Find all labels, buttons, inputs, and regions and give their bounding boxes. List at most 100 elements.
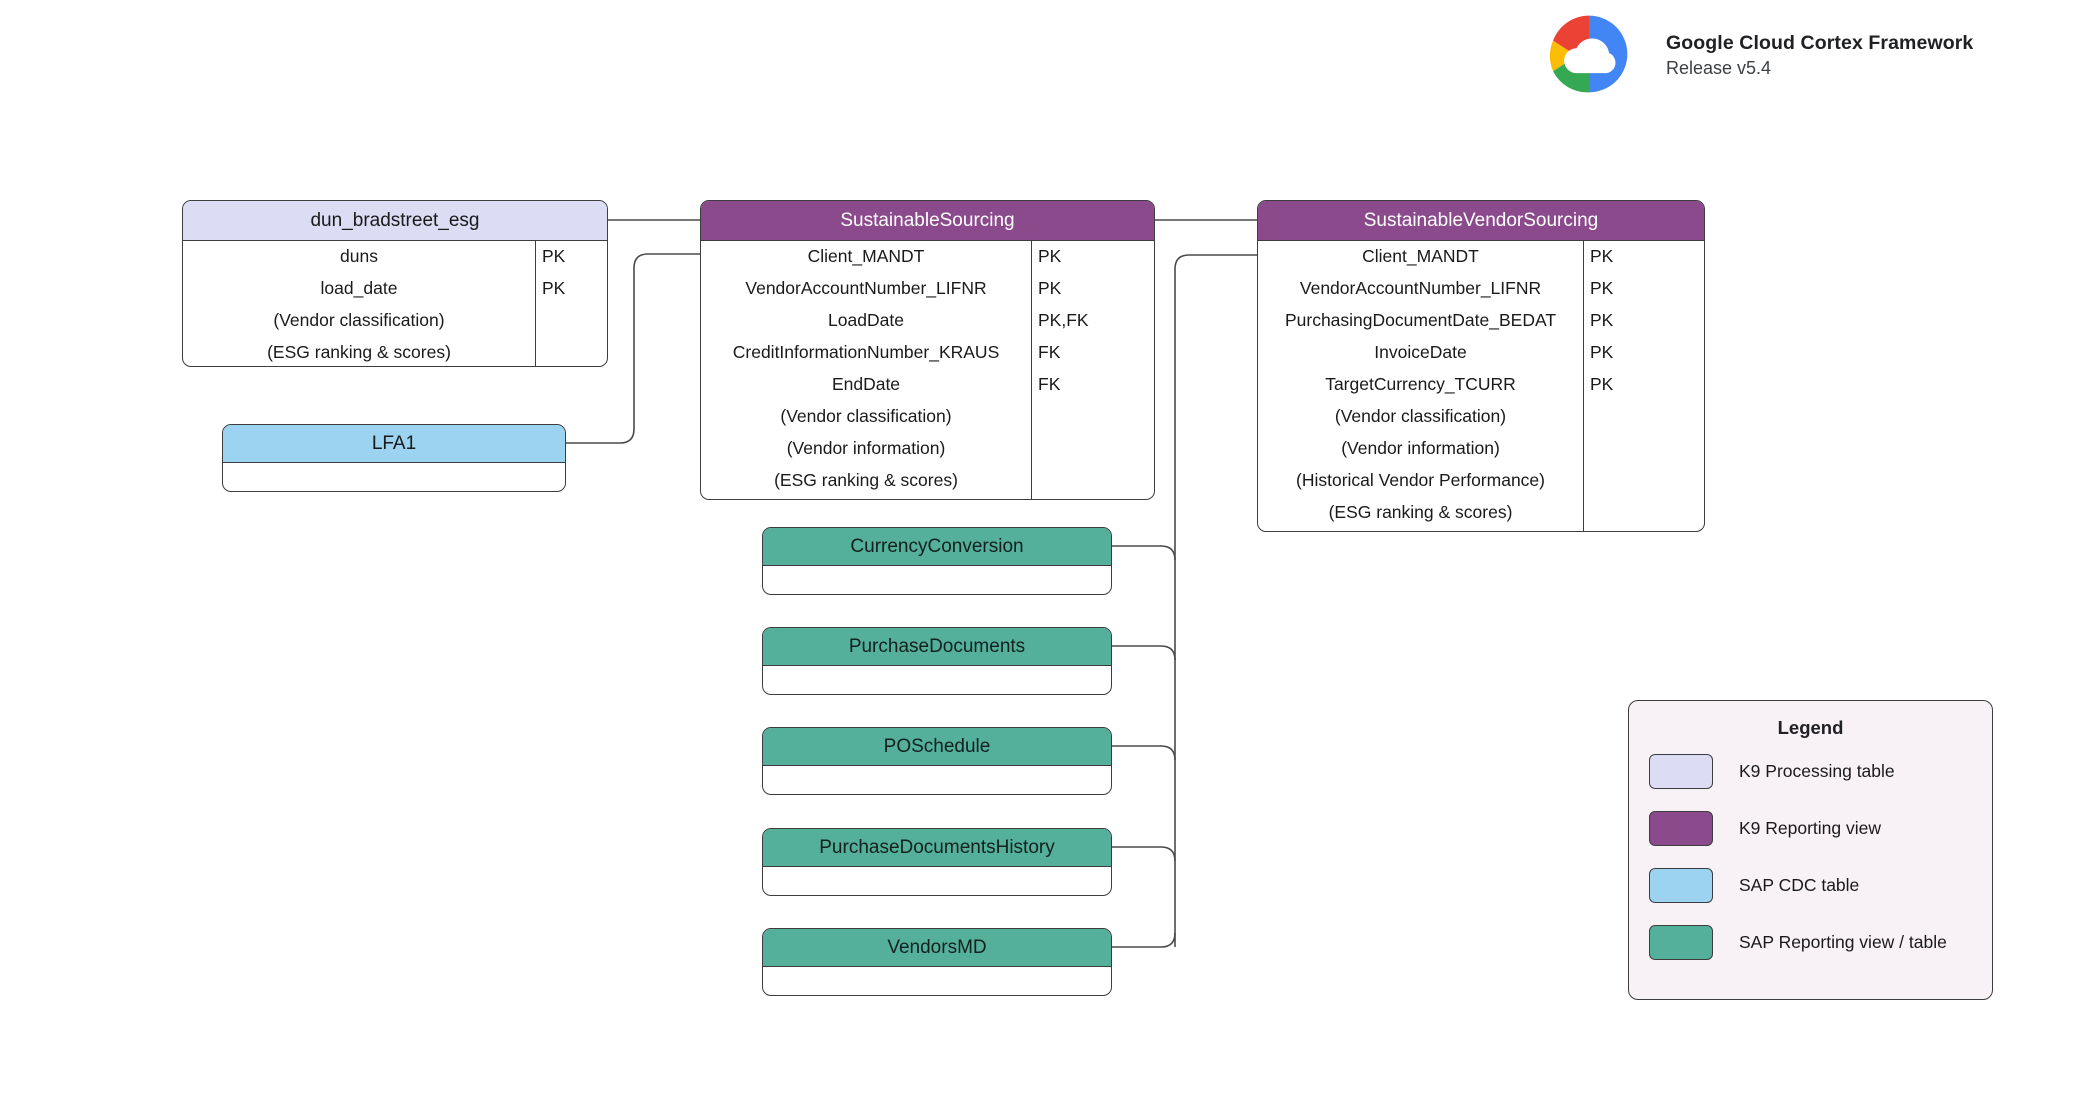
brand-title: Google Cloud Cortex Framework [1666,32,1974,55]
key-column-divider [1031,241,1032,499]
attribute-name: (Historical Vendor Performance) [1296,470,1545,491]
legend-swatch [1649,754,1713,789]
attribute-key: PK [1590,310,1614,331]
google-cloud-logo [1549,15,1628,93]
entity-title: PurchaseDocuments [763,628,1111,666]
attribute-name: (Vendor classification) [1334,406,1507,427]
legend-item-sap-cdc-table: SAP CDC table [1629,861,1992,910]
attribute-name: VendorAccountNumber_LIFNR [745,278,987,299]
edge-purchase-documents-history-to-trunk [1112,846,1176,862]
legend-item-sap-reporting-view: SAP Reporting view / table [1629,918,1992,967]
attribute-name: TargetCurrency_TCURR [1325,374,1516,395]
attribute-row: EndDate FK [701,369,1154,401]
attribute-row: LoadDate PK,FK [701,305,1154,337]
attribute-row: (Vendor information) [1258,433,1704,465]
edge-purchase-documents-to-trunk [1112,645,1176,661]
attribute-name: (Vendor classification) [273,310,445,331]
edge-vendors-md-to-trunk [1112,932,1176,948]
entity-title: CurrencyConversion [763,528,1111,566]
attribute-row: load_date PK [183,273,607,305]
entity-purchase-documents-history[interactable]: PurchaseDocumentsHistory [762,828,1112,896]
legend-label: K9 Processing table [1739,761,1895,781]
entity-title: SustainableSourcing [701,201,1154,241]
entity-title: dun_bradstreet_esg [183,201,607,241]
entity-currency-conversion[interactable]: CurrencyConversion [762,527,1112,595]
entity-attributes [763,666,1111,694]
attribute-name: InvoiceDate [1374,342,1467,363]
attribute-name: Client_MANDT [1362,246,1479,267]
attribute-name: duns [340,246,378,267]
entity-attributes [763,566,1111,594]
entity-lfa1[interactable]: LFA1 [222,424,566,492]
key-column-divider [535,241,536,366]
legend-item-k9-reporting-view: K9 Reporting view [1629,804,1992,853]
attribute-name: (Vendor classification) [780,406,952,427]
attribute-name: LoadDate [828,310,904,331]
attribute-row: VendorAccountNumber_LIFNR PK [1258,273,1704,305]
legend-title: Legend [1777,717,1844,738]
entity-attributes: duns PK load_date PK (Vendor classificat… [183,241,607,366]
attribute-name: load_date [320,278,398,299]
attribute-key: FK [1038,342,1061,363]
legend-item-k9-processing-table: K9 Processing table [1629,747,1992,796]
attribute-row: Client_MANDT PK [701,241,1154,273]
entity-title: POSchedule [763,728,1111,766]
attribute-key: PK,FK [1038,310,1089,331]
entity-attributes: Client_MANDT PK VendorAccountNumber_LIFN… [701,241,1154,499]
attribute-row: (Vendor information) [701,433,1154,465]
attribute-row: CreditInformationNumber_KRAUS FK [701,337,1154,369]
entity-title: LFA1 [223,425,565,463]
legend-label: K9 Reporting view [1739,818,1882,838]
attribute-key: PK [1038,278,1062,299]
attribute-name: (Vendor information) [1341,438,1500,459]
legend-swatch [1649,925,1713,960]
key-column-divider [1583,241,1584,531]
attribute-row: (Vendor classification) [701,401,1154,433]
entity-attributes [223,463,565,491]
attribute-key: PK [1590,246,1614,267]
legend-label: SAP Reporting view / table [1739,932,1947,952]
entity-attributes [763,766,1111,794]
attribute-name: EndDate [831,374,901,395]
attribute-key: PK [1590,342,1614,363]
edge-currency-conversion-to-trunk [1112,545,1176,561]
attribute-name: Client_MANDT [807,246,925,267]
entity-title: VendorsMD [763,929,1111,967]
entity-purchase-documents[interactable]: PurchaseDocuments [762,627,1112,695]
attribute-row: InvoiceDate PK [1258,337,1704,369]
attribute-row: (Vendor classification) [1258,401,1704,433]
attribute-key: PK [1590,278,1614,299]
attribute-name: (ESG ranking & scores) [267,342,451,363]
attribute-row: (ESG ranking & scores) [183,337,607,366]
attribute-row: (ESG ranking & scores) [1258,497,1704,529]
entity-po-schedule[interactable]: POSchedule [762,727,1112,795]
legend-swatch [1649,868,1713,903]
edge-trunk-to-vendor-sourcing [1174,254,1257,947]
attribute-key: PK [1038,246,1062,267]
attribute-name: CreditInformationNumber_KRAUS [732,342,1000,363]
attribute-row: (Vendor classification) [183,305,607,337]
entity-sustainable-vendor-sourcing[interactable]: SustainableVendorSourcing Client_MANDT P… [1257,200,1705,532]
entity-attributes [763,867,1111,895]
attribute-key: PK [542,246,566,267]
attribute-name: (ESG ranking & scores) [1328,502,1513,523]
attribute-name: VendorAccountNumber_LIFNR [1299,278,1542,299]
entity-sustainable-sourcing[interactable]: SustainableSourcing Client_MANDT PK Vend… [700,200,1155,500]
entity-dun-bradstreet-esg[interactable]: dun_bradstreet_esg duns PK load_date PK … [182,200,608,367]
attribute-row: VendorAccountNumber_LIFNR PK [701,273,1154,305]
legend-label: SAP CDC table [1739,875,1860,895]
attribute-row: (ESG ranking & scores) [701,465,1154,497]
entity-vendors-md[interactable]: VendorsMD [762,928,1112,996]
brand-release: Release v5.4 [1666,58,1772,79]
entity-title: PurchaseDocumentsHistory [763,829,1111,867]
attribute-row: (Historical Vendor Performance) [1258,465,1704,497]
brand-header: Google Cloud Cortex Framework Release v5… [1530,8,1973,100]
edge-po-schedule-to-trunk [1112,745,1176,761]
attribute-key: PK [542,278,566,299]
legend-swatch [1649,811,1713,846]
entity-attributes: Client_MANDT PK VendorAccountNumber_LIFN… [1258,241,1704,531]
attribute-row: duns PK [183,241,607,273]
attribute-key: FK [1038,374,1061,395]
attribute-row: Client_MANDT PK [1258,241,1704,273]
